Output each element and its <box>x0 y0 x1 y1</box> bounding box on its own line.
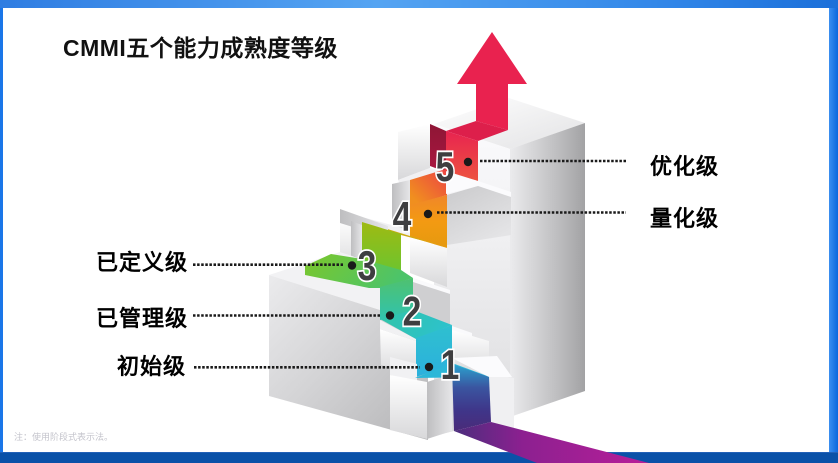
svg-text:5: 5 <box>436 145 455 191</box>
svg-text:4: 4 <box>393 195 412 241</box>
svg-text:1: 1 <box>441 343 460 389</box>
svg-text:3: 3 <box>358 244 377 290</box>
svg-text:2: 2 <box>403 289 422 335</box>
